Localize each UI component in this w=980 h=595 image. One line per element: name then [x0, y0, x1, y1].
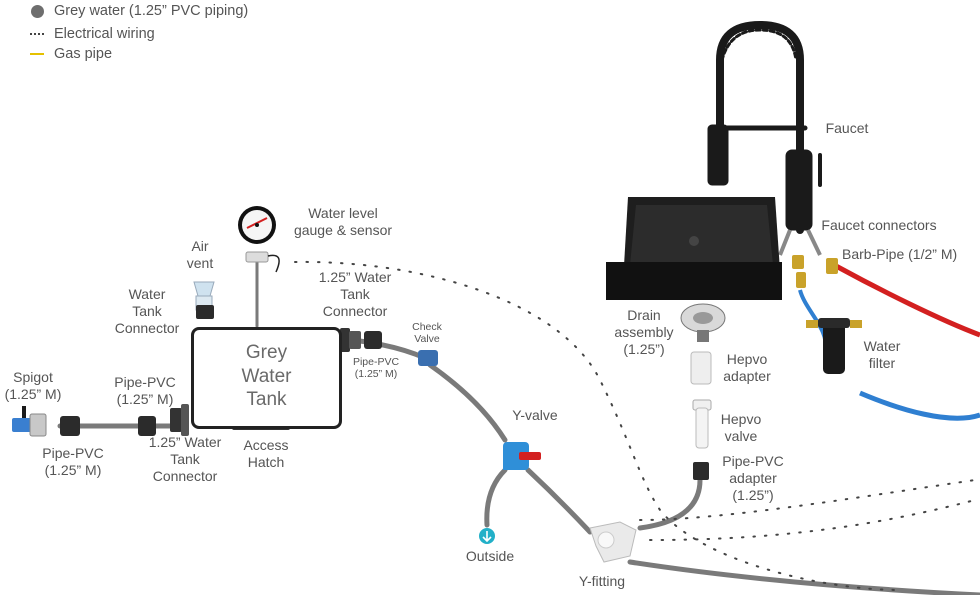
outside-arrow-icon: [479, 528, 495, 544]
y-valve-label: Y-valve: [512, 407, 558, 423]
legend-electrical-label: Electrical wiring: [54, 26, 155, 42]
spigot-icon: [12, 406, 47, 437]
barb-pipe-label: Barb-Pipe (1/2” M): [842, 246, 958, 262]
water-level-gauge-icon: [238, 206, 276, 244]
hepvo-valve-icon: [692, 399, 712, 449]
cold-water-line: [859, 390, 980, 421]
tank-label-line: Water: [241, 365, 292, 387]
grey-water-tank: [191, 327, 342, 429]
air-vent-icon: [193, 281, 215, 311]
tank-connector-top-icon: [196, 305, 214, 319]
y-fitting-icon: [589, 521, 637, 563]
pipe-pvc-left-top-label: Pipe-PVC(1.25” M): [114, 374, 176, 407]
hot-water-line: [834, 263, 980, 338]
pipe-y-valve-to-outside: [484, 467, 508, 528]
pipe-check-valve-to-y-valve: [427, 362, 508, 443]
outside-label: Outside: [465, 548, 515, 564]
y-valve-icon: [503, 442, 541, 470]
tank-label: Grey Water Tank: [191, 341, 342, 412]
legend-gas: Gas pipe: [30, 46, 112, 62]
tank-label-line: Tank: [246, 389, 287, 410]
grey-water-swatch-icon: [31, 4, 44, 18]
faucet-connectors-icon: [778, 229, 838, 288]
level-sensor-icon: [245, 251, 280, 273]
y-fitting-label: Y-fitting: [578, 573, 626, 589]
tank-label-line: Grey: [245, 342, 288, 363]
pvc-coupling-icon: [60, 416, 156, 436]
pipe-pvc-adapter-icon: [693, 462, 709, 480]
wire-loop-2: [649, 499, 976, 541]
sink-icon: [606, 197, 782, 300]
pipe-hepvo-to-y-fitting: [637, 477, 703, 531]
pipe-pvc-small-label: Pipe-PVC(1.25” M): [352, 356, 400, 380]
tank-connector-right-icon: [340, 328, 382, 352]
faucet-connectors-label: Faucet connectors: [821, 217, 937, 233]
pipe-pvc-left-bottom-label: Pipe-PVC(1.25” M): [42, 445, 104, 478]
spigot-label: Spigot(1.25” M): [4, 369, 62, 402]
wire-loop-1: [639, 479, 976, 521]
faucet-icon: [707, 20, 822, 234]
gas-pipe-swatch-icon: [30, 53, 44, 55]
pipe-y-valve-to-y-fitting: [525, 467, 593, 535]
drain-assembly-icon: [680, 303, 726, 342]
check-valve-icon: [418, 350, 438, 366]
pipe-y-fitting-out: [627, 559, 980, 595]
legend-grey-water: Grey water (1.25” PVC piping): [30, 3, 248, 19]
wire-sensor-main: [294, 260, 901, 591]
legend-grey-water-label: Grey water (1.25” PVC piping): [54, 3, 249, 19]
faucet-label: Faucet: [825, 120, 869, 136]
legend-electrical: Electrical wiring: [30, 26, 155, 42]
legend-gas-label: Gas pipe: [54, 46, 113, 62]
tank-connector-icon: [170, 404, 189, 436]
hepvo-adapter-icon: [690, 351, 712, 385]
electrical-wiring-swatch-icon: [30, 33, 44, 35]
electrical-wiring: [294, 260, 976, 591]
water-filter-icon: [806, 318, 862, 374]
